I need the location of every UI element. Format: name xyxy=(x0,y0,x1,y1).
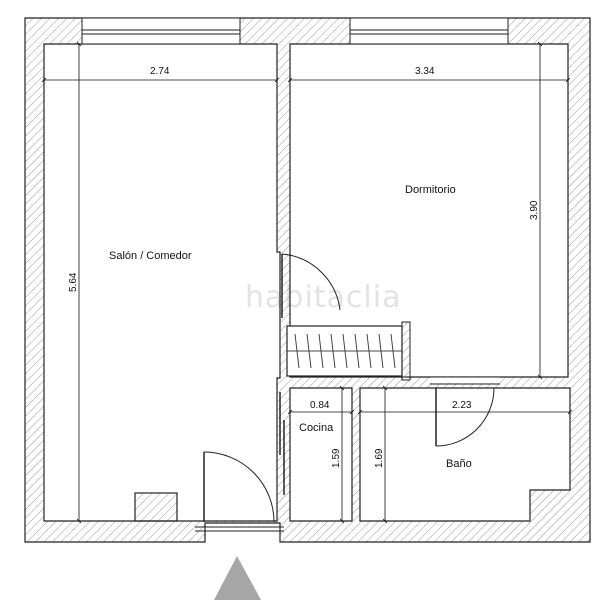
dim-bathroom-height: 1.69 xyxy=(374,448,385,468)
dimension-lines xyxy=(41,41,573,524)
column-living xyxy=(134,492,178,522)
watermark: habitaclia xyxy=(245,280,401,315)
dim-bathroom-width: 2.23 xyxy=(452,400,472,411)
room-label-living: Salón / Comedor xyxy=(109,250,192,262)
dim-bedroom-width: 3.34 xyxy=(415,66,435,77)
door-kitchen-sliding xyxy=(279,392,285,495)
room-label-bathroom: Baño xyxy=(446,458,472,470)
entrance-marker-icon xyxy=(214,556,261,600)
window-living xyxy=(81,17,241,45)
room-label-bedroom: Dormitorio xyxy=(405,184,456,196)
dim-bedroom-height: 3.90 xyxy=(529,200,540,220)
walls xyxy=(24,17,591,543)
window-bedroom xyxy=(349,17,509,45)
room-label-kitchen: Cocina xyxy=(299,422,334,434)
door-bedroom xyxy=(281,253,341,318)
door-entrance xyxy=(195,451,284,532)
dim-kitchen-height: 1.59 xyxy=(331,448,342,468)
dim-living-height: 5.64 xyxy=(68,272,79,292)
door-bathroom xyxy=(435,387,495,447)
dim-living-width: 2.74 xyxy=(150,66,170,77)
wardrobe-hangers xyxy=(287,333,402,369)
dim-kitchen-width: 0.84 xyxy=(310,400,330,411)
